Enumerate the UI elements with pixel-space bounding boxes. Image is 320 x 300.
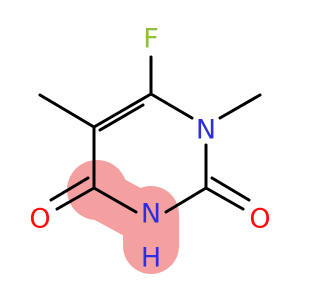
bond-c4-o-second: [49, 176, 90, 202]
molecule-structure: F N N H O O: [29, 24, 271, 274]
bond-c2-o-second: [210, 176, 251, 202]
atom-o4: O: [29, 204, 50, 235]
bond-c6-c5: [92, 92, 153, 129]
bond-n1-c6: [149, 92, 194, 120]
bond-c4-n3: [92, 186, 138, 214]
molecule-diagram: F N N H O O: [29, 24, 271, 274]
atom-n3: N: [141, 199, 161, 230]
atom-labels: F N N H O O: [29, 24, 270, 274]
highlight-bridge: [78, 171, 176, 247]
bond-n1-methyl: [218, 93, 262, 120]
bond-c5-methyl: [38, 93, 96, 129]
atom-n3-hydrogen: H: [141, 243, 161, 274]
atom-n1: N: [196, 115, 216, 146]
bond-c2-o: [204, 186, 245, 211]
bond-c6-c5-inner: [98, 103, 145, 132]
bond-c4-o: [55, 186, 96, 211]
bonds: [38, 55, 262, 214]
bond-n3-c2: [164, 186, 208, 214]
atom-o2: O: [249, 204, 270, 235]
highlight-region: [67, 160, 179, 274]
atom-fluorine: F: [143, 24, 159, 55]
